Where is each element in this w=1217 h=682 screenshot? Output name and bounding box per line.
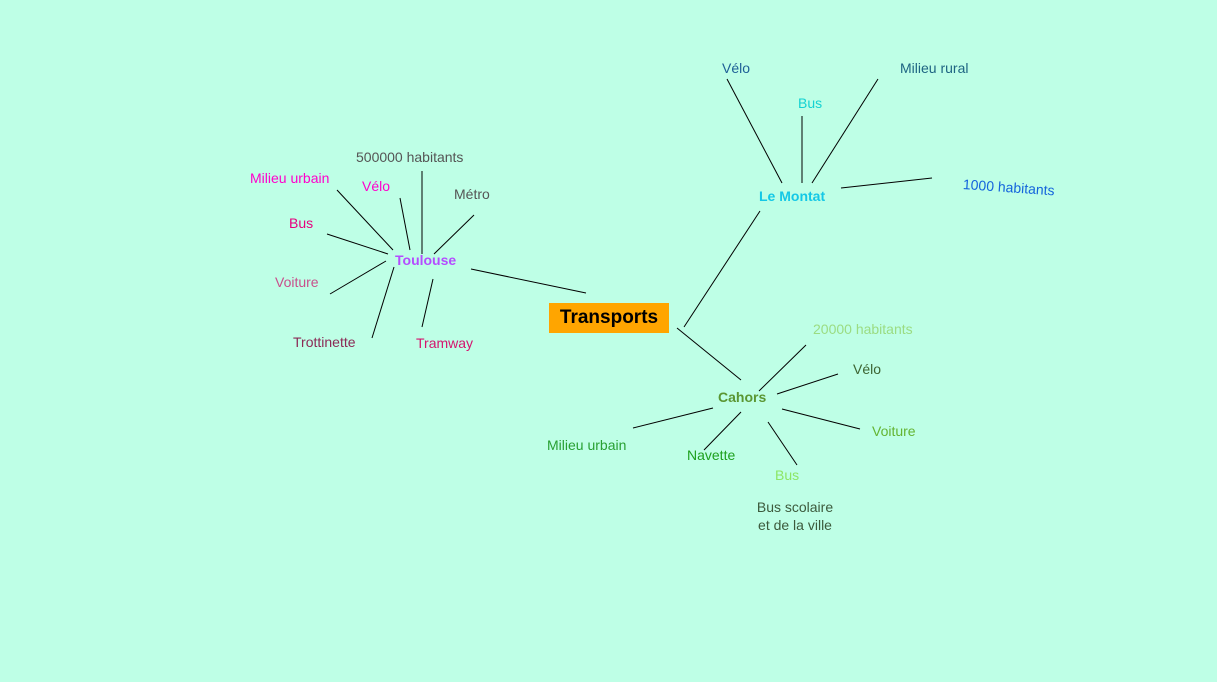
toulouse-voiture-node[interactable]: Voiture [275,274,319,290]
edge-toulouse-velo [399,197,411,251]
edge-root-toulouse [470,268,587,294]
toulouse-tramway-node[interactable]: Tramway [416,335,474,351]
edge-cahors-velo [776,373,839,395]
branch-toulouse[interactable]: Toulouse [395,252,457,268]
edge-lemontat-milieu [811,78,879,184]
toulouse-habitants-node[interactable]: 500000 habitants [356,149,464,165]
toulouse-metro-node[interactable]: Métro [454,186,490,202]
edge-root-cahors [676,327,742,381]
edge-root-lemontat [683,210,761,328]
toulouse-trottinette-node[interactable]: Trottinette [293,334,356,350]
root-node[interactable]: Transports [549,303,669,333]
lemontat-bus-node[interactable]: Bus [798,95,823,111]
cahors-habitants-node[interactable]: 20000 habitants [813,321,913,337]
branch-lemontat[interactable]: Le Montat [759,188,826,204]
cahors-velo-node[interactable]: Vélo [853,361,882,377]
cahors-milieu-node[interactable]: Milieu urbain [547,437,627,453]
cahors-navette-node[interactable]: Navette [687,447,736,463]
cahors-voiture-node[interactable]: Voiture [872,423,916,439]
edge-lemontat-habitants [840,177,933,189]
edge-lemontat-velo [726,78,783,184]
toulouse-velo-node[interactable]: Vélo [362,178,391,194]
edge-cahors-navette [703,411,742,451]
edge-cahors-milieu [632,407,714,429]
lemontat-milieu-node[interactable]: Milieu rural [900,60,969,76]
toulouse-bus-node[interactable]: Bus [289,215,314,231]
edge-toulouse-tramway [421,278,434,328]
cahors-bus-note: Bus scolaire et de la ville [756,499,834,533]
lemontat-velo-node[interactable]: Vélo [722,60,751,76]
edge-toulouse-voiture [329,260,387,295]
edge-toulouse-metro [433,214,475,255]
branch-cahors[interactable]: Cahors [718,389,767,405]
edge-toulouse-bus [326,233,389,255]
edge-toulouse-trottinette [371,266,395,339]
edge-cahors-bus [767,421,798,466]
edge-cahors-habitants [758,344,807,392]
edge-toulouse-milieu [336,189,394,251]
toulouse-milieu-node[interactable]: Milieu urbain [250,170,330,186]
cahors-bus-node[interactable]: Bus [775,467,800,483]
edge-cahors-voiture [781,408,861,430]
